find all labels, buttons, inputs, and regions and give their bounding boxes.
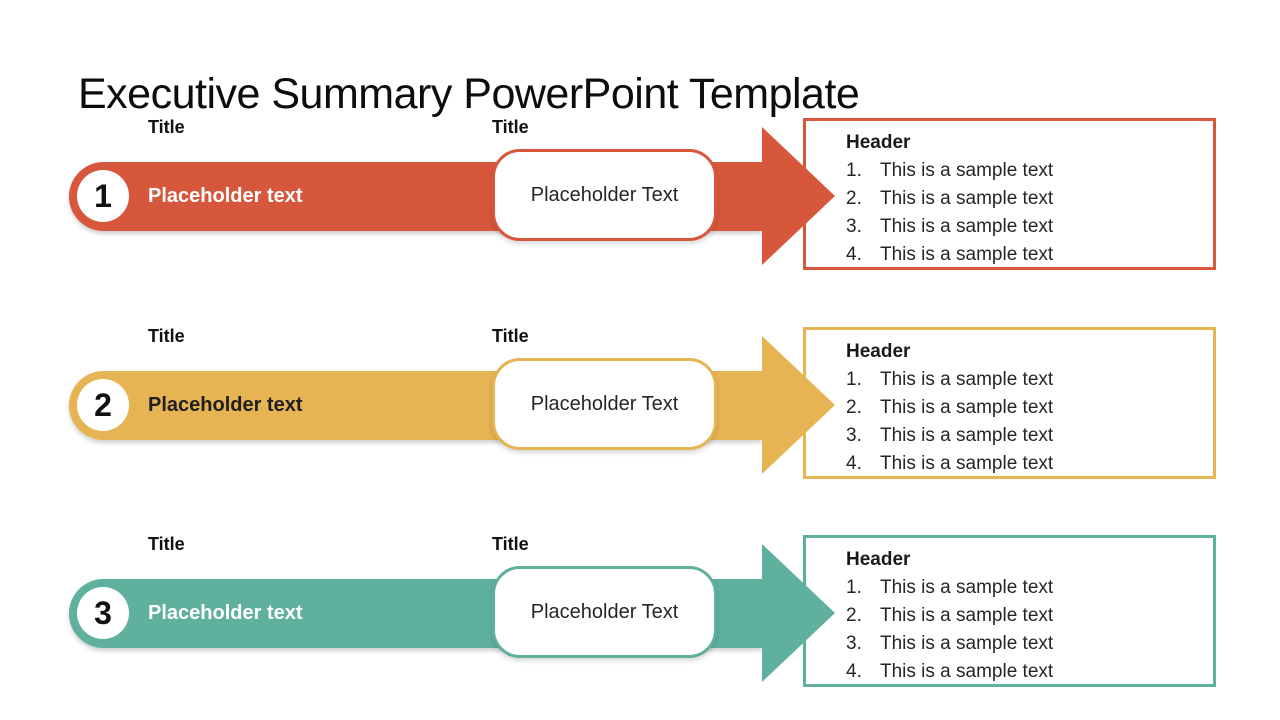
list-item-text: This is a sample text xyxy=(880,605,1054,626)
placeholder-box: Placeholder Text xyxy=(492,358,717,450)
header-list: 1. This is a sample text 2. This is a sa… xyxy=(846,366,1203,478)
slide-title: Executive Summary PowerPoint Template xyxy=(78,69,860,118)
placeholder-box-label: Placeholder Text xyxy=(530,392,679,415)
list-item: 2. This is a sample text xyxy=(846,394,1203,422)
row-center-title: Title xyxy=(492,326,529,346)
list-item-text: This is a sample text xyxy=(880,244,1054,265)
list-item-text: This is a sample text xyxy=(880,425,1054,446)
list-item: 4. This is a sample text xyxy=(846,658,1203,686)
list-item-text: This is a sample text xyxy=(880,577,1054,598)
header-box: Header 1. This is a sample text 2. This … xyxy=(803,118,1216,270)
step-number: 1 xyxy=(94,177,112,214)
row-left-title: Title xyxy=(148,534,185,554)
header-box: Header 1. This is a sample text 2. This … xyxy=(803,535,1216,687)
list-item-number: 2. xyxy=(846,605,862,626)
header-box: Header 1. This is a sample text 2. This … xyxy=(803,327,1216,479)
row-center-title: Title xyxy=(492,117,529,137)
list-item-text: This is a sample text xyxy=(880,160,1054,181)
process-row-2: Title Title Placeholder text 2 Placehold… xyxy=(0,327,1280,487)
step-number: 3 xyxy=(94,594,112,631)
step-number-circle: 2 xyxy=(77,379,129,431)
header-title: Header xyxy=(846,549,911,570)
list-item: 1. This is a sample text xyxy=(846,157,1203,185)
list-item-number: 3. xyxy=(846,216,862,237)
placeholder-box-label: Placeholder Text xyxy=(530,600,679,623)
list-item-text: This is a sample text xyxy=(880,453,1054,474)
bar-label: Placeholder text xyxy=(148,394,303,416)
step-number-circle: 1 xyxy=(77,170,129,222)
list-item-text: This is a sample text xyxy=(880,633,1054,654)
placeholder-box: Placeholder Text xyxy=(492,149,717,241)
list-item: 1. This is a sample text xyxy=(846,574,1203,602)
step-number-circle: 3 xyxy=(77,587,129,639)
list-item-text: This is a sample text xyxy=(880,216,1054,237)
list-item-number: 3. xyxy=(846,425,862,446)
header-list: 1. This is a sample text 2. This is a sa… xyxy=(846,574,1203,686)
list-item: 3. This is a sample text xyxy=(846,422,1203,450)
list-item-number: 4. xyxy=(846,244,862,265)
list-item: 3. This is a sample text xyxy=(846,630,1203,658)
placeholder-box: Placeholder Text xyxy=(492,566,717,658)
list-item: 2. This is a sample text xyxy=(846,185,1203,213)
header-list: 1. This is a sample text 2. This is a sa… xyxy=(846,157,1203,269)
bar-label: Placeholder text xyxy=(148,185,303,207)
step-number: 2 xyxy=(94,386,112,423)
list-item: 3. This is a sample text xyxy=(846,213,1203,241)
placeholder-box-label: Placeholder Text xyxy=(530,183,679,206)
list-item-number: 1. xyxy=(846,369,862,390)
list-item-number: 4. xyxy=(846,661,862,682)
bar-label: Placeholder text xyxy=(148,602,303,624)
row-center-title: Title xyxy=(492,534,529,554)
row-left-title: Title xyxy=(148,326,185,346)
list-item: 1. This is a sample text xyxy=(846,366,1203,394)
list-item: 2. This is a sample text xyxy=(846,602,1203,630)
process-row-3: Title Title Placeholder text 3 Placehold… xyxy=(0,535,1280,695)
list-item-number: 3. xyxy=(846,633,862,654)
list-item-text: This is a sample text xyxy=(880,369,1054,390)
list-item-number: 2. xyxy=(846,397,862,418)
header-title: Header xyxy=(846,341,911,362)
list-item-number: 2. xyxy=(846,188,862,209)
list-item-text: This is a sample text xyxy=(880,661,1054,682)
list-item-text: This is a sample text xyxy=(880,188,1054,209)
row-left-title: Title xyxy=(148,117,185,137)
list-item-number: 1. xyxy=(846,577,862,598)
list-item-number: 4. xyxy=(846,453,862,474)
list-item: 4. This is a sample text xyxy=(846,241,1203,269)
list-item: 4. This is a sample text xyxy=(846,450,1203,478)
header-title: Header xyxy=(846,132,911,153)
process-row-1: Title Title Placeholder text 1 Placehold… xyxy=(0,118,1280,278)
list-item-number: 1. xyxy=(846,160,862,181)
list-item-text: This is a sample text xyxy=(880,397,1054,418)
